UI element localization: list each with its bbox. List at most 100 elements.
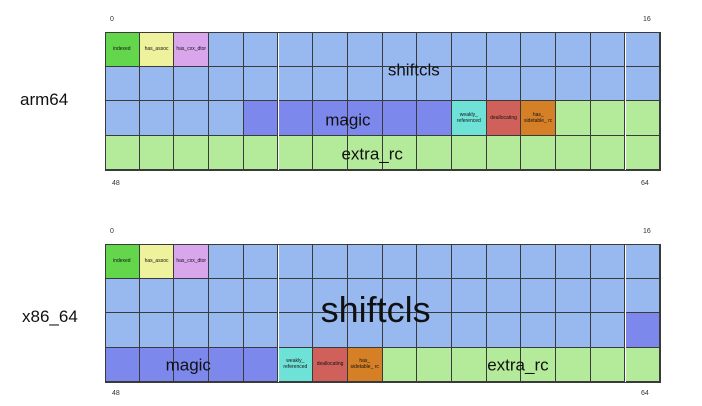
bit-cell-magic — [139, 347, 175, 382]
bit-cell-shiftcls — [452, 32, 487, 67]
bit-cell-shiftcls — [347, 313, 383, 348]
bit-cell-shiftcls — [452, 244, 487, 279]
bit-cell-shiftcls — [625, 32, 661, 67]
bit-cell-shiftcls — [105, 313, 140, 348]
bit-cell-magic — [278, 101, 314, 136]
bit-cell-extra-rc — [521, 347, 557, 382]
bit-cell-extra-rc — [243, 135, 279, 170]
bit-cell-extra-rc — [105, 135, 140, 170]
bit-label: has_ sidetable_ rc — [524, 111, 553, 124]
tick-top-left: 0 — [110, 16, 114, 23]
field-label-magic: magic — [325, 110, 371, 130]
bit-cell-shiftcls — [382, 66, 418, 101]
bit-cell-shiftcls — [521, 244, 557, 279]
bit-cell-shiftcls — [556, 313, 591, 348]
bit-cell-shiftcls — [209, 244, 244, 279]
bit-has-sidetable-rc: has_ sidetable_ rc — [347, 347, 383, 382]
bit-cell-extra-rc — [556, 101, 591, 136]
bit-cell-extra-rc — [209, 135, 244, 170]
bit-cell-magic — [347, 101, 383, 136]
bit-cell-shiftcls — [556, 278, 591, 313]
bit-cell-shiftcls — [590, 278, 626, 313]
bit-cell-shiftcls — [625, 244, 661, 279]
bit-cell-magic — [625, 313, 661, 348]
bit-deallocating: deallocating — [486, 101, 522, 136]
tick-bottom-right: 64 — [641, 180, 649, 187]
bit-cell-shiftcls — [521, 66, 557, 101]
bit-cell-extra-rc — [625, 347, 661, 382]
bit-cell-extra-rc — [417, 347, 452, 382]
bit-cell-shiftcls — [139, 278, 175, 313]
bit-cell-extra-rc — [590, 347, 626, 382]
bit-cell-extra-rc — [556, 347, 591, 382]
bit-deallocating: deallocating — [313, 347, 348, 382]
bit-cell-shiftcls — [382, 313, 418, 348]
bit-cell-shiftcls — [590, 244, 626, 279]
bit-label: has_ sidetable_ rc — [350, 358, 379, 371]
bit-cell-shiftcls — [556, 32, 591, 67]
bit-label: has_cxx_dtor — [176, 45, 207, 52]
bit-cell-shiftcls — [452, 278, 487, 313]
bit-cell-shiftcls — [243, 244, 279, 279]
bit-has-assoc: has_assoc — [139, 244, 175, 279]
bit-has-sidetable-rc: has_ sidetable_ rc — [521, 101, 557, 136]
bit-label: deallocating — [316, 361, 344, 368]
bit-cell-shiftcls — [382, 32, 418, 67]
bit-cell-extra-rc — [556, 135, 591, 170]
bit-cell-shiftcls — [209, 278, 244, 313]
bit-cell-shiftcls — [209, 101, 244, 136]
bit-cell-shiftcls — [417, 32, 452, 67]
bit-cell-shiftcls — [347, 244, 383, 279]
bit-label: has_assoc — [144, 257, 169, 264]
field-label-shiftcls: shiftcls — [387, 60, 440, 80]
bit-cell-magic — [209, 347, 244, 382]
bit-cell-extra-rc — [139, 135, 175, 170]
bit-cell-extra-rc — [452, 135, 487, 170]
bit-cell-extra-rc — [278, 135, 314, 170]
bit-cell-extra-rc — [313, 135, 348, 170]
bit-cell-shiftcls — [590, 32, 626, 67]
field-label-extra-rc: extra_rc — [341, 144, 403, 164]
bit-cell-magic — [313, 101, 348, 136]
bit-cell-shiftcls — [313, 32, 348, 67]
bit-cell-extra-rc — [382, 347, 418, 382]
bit-cell-shiftcls — [556, 244, 591, 279]
bit-cell-shiftcls — [417, 244, 452, 279]
bit-cell-extra-rc — [486, 135, 522, 170]
bit-cell-shiftcls — [382, 244, 418, 279]
bit-cell-shiftcls — [521, 313, 557, 348]
bit-cell-shiftcls — [590, 313, 626, 348]
bit-label: has_assoc — [144, 45, 169, 52]
bit-cell-shiftcls — [278, 66, 314, 101]
bit-cell-shiftcls — [313, 244, 348, 279]
bit-cell-shiftcls — [243, 313, 279, 348]
bit-cell-shiftcls — [486, 32, 522, 67]
bit-cell-magic — [243, 347, 279, 382]
tick-bottom-left: 48 — [112, 390, 120, 397]
bit-cell-shiftcls — [486, 244, 522, 279]
bit-cell-shiftcls — [105, 278, 140, 313]
bit-cell-shiftcls — [139, 313, 175, 348]
bit-label: weakly_ referenced — [456, 111, 481, 124]
bit-cell-shiftcls — [278, 278, 314, 313]
bit-cell-extra-rc — [417, 135, 452, 170]
bit-cell-shiftcls — [452, 313, 487, 348]
bit-label: indexed — [113, 45, 131, 52]
bit-cell-shiftcls — [556, 66, 591, 101]
bit-label: indexed — [113, 257, 131, 264]
bit-cell-shiftcls — [486, 66, 522, 101]
bit-cell-shiftcls — [243, 66, 279, 101]
bit-indexed: indexed — [105, 244, 140, 279]
bit-cell-shiftcls — [278, 244, 314, 279]
bit-cell-shiftcls — [139, 101, 175, 136]
field-label-magic: magic — [165, 355, 211, 375]
bit-cell-shiftcls — [486, 313, 522, 348]
bit-cell-shiftcls — [243, 32, 279, 67]
bit-has-assoc: has_assoc — [139, 32, 175, 67]
bit-indexed: indexed — [105, 32, 140, 67]
bit-cell-shiftcls — [209, 313, 244, 348]
bit-cell-shiftcls — [417, 278, 452, 313]
bit-cell-shiftcls — [209, 32, 244, 67]
bit-cell-extra-rc — [347, 135, 383, 170]
bit-label: deallocating — [490, 114, 517, 121]
